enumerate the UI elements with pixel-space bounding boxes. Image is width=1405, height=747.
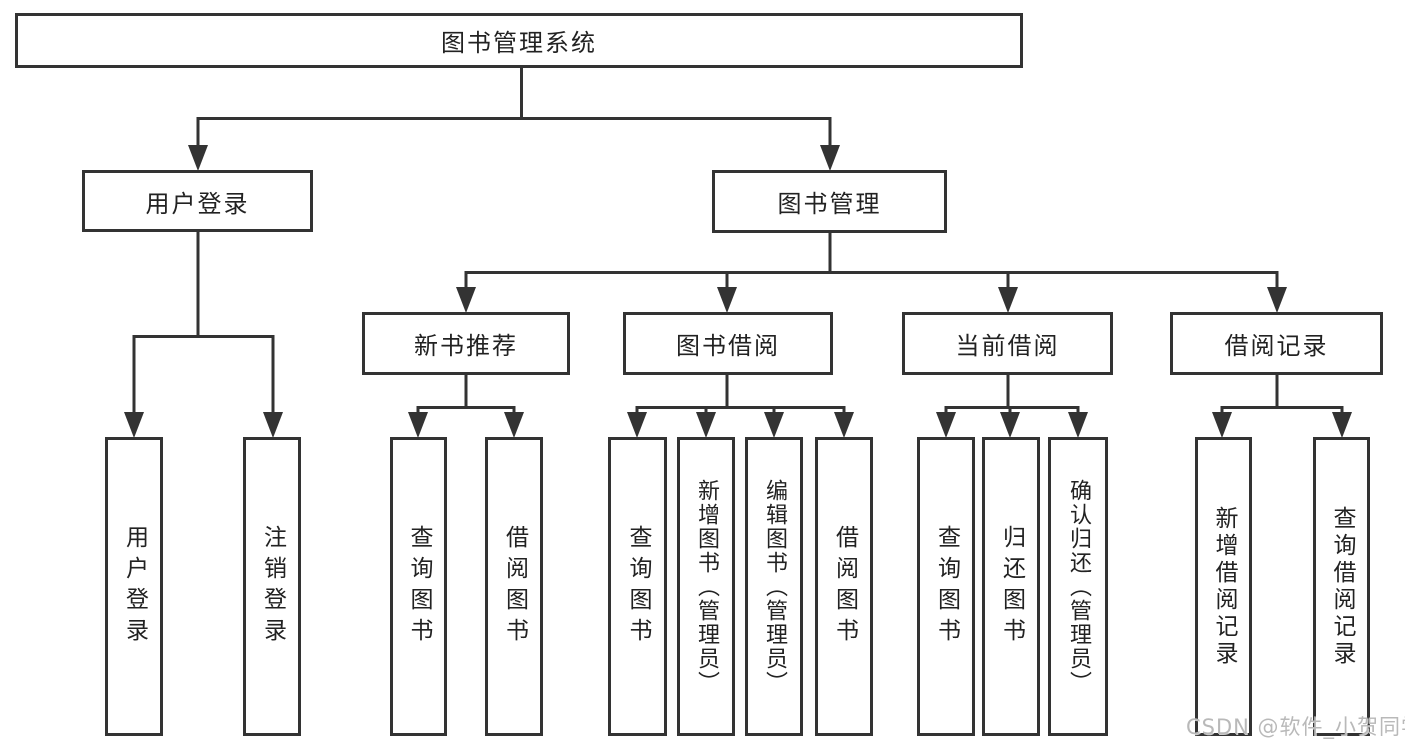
watermark: CSDN @软件_小贺同学 bbox=[1186, 715, 1405, 739]
leaf-edit-book-admin: 编辑图书（管理员） bbox=[745, 437, 803, 736]
leaf-confirm-return-admin: 确认归还（管理员） bbox=[1048, 437, 1108, 736]
leaf-add-book-admin: 新增图书（管理员） bbox=[677, 437, 735, 736]
node-user-login: 用户登录 bbox=[82, 170, 313, 232]
leaf-query-book-2: 查询图书 bbox=[608, 437, 667, 736]
leaf-return-book: 归还图书 bbox=[982, 437, 1040, 736]
node-new-book-recommendation: 新书推荐 bbox=[362, 312, 570, 375]
leaf-query-borrow-record: 查询借阅记录 bbox=[1313, 437, 1370, 736]
leaf-logout: 注销登录 bbox=[243, 437, 301, 736]
leaf-query-book-1: 查询图书 bbox=[390, 437, 447, 736]
node-book-borrowing: 图书借阅 bbox=[623, 312, 833, 375]
node-root: 图书管理系统 bbox=[15, 13, 1023, 68]
node-current-borrowing: 当前借阅 bbox=[902, 312, 1113, 375]
leaf-borrow-book-1: 借阅图书 bbox=[485, 437, 543, 736]
leaf-add-borrow-record: 新增借阅记录 bbox=[1195, 437, 1252, 736]
leaf-borrow-book-2: 借阅图书 bbox=[815, 437, 873, 736]
leaf-user-login: 用户登录 bbox=[105, 437, 163, 736]
node-book-management: 图书管理 bbox=[712, 170, 947, 233]
node-borrowing-records: 借阅记录 bbox=[1170, 312, 1383, 375]
leaf-query-book-3: 查询图书 bbox=[917, 437, 975, 736]
